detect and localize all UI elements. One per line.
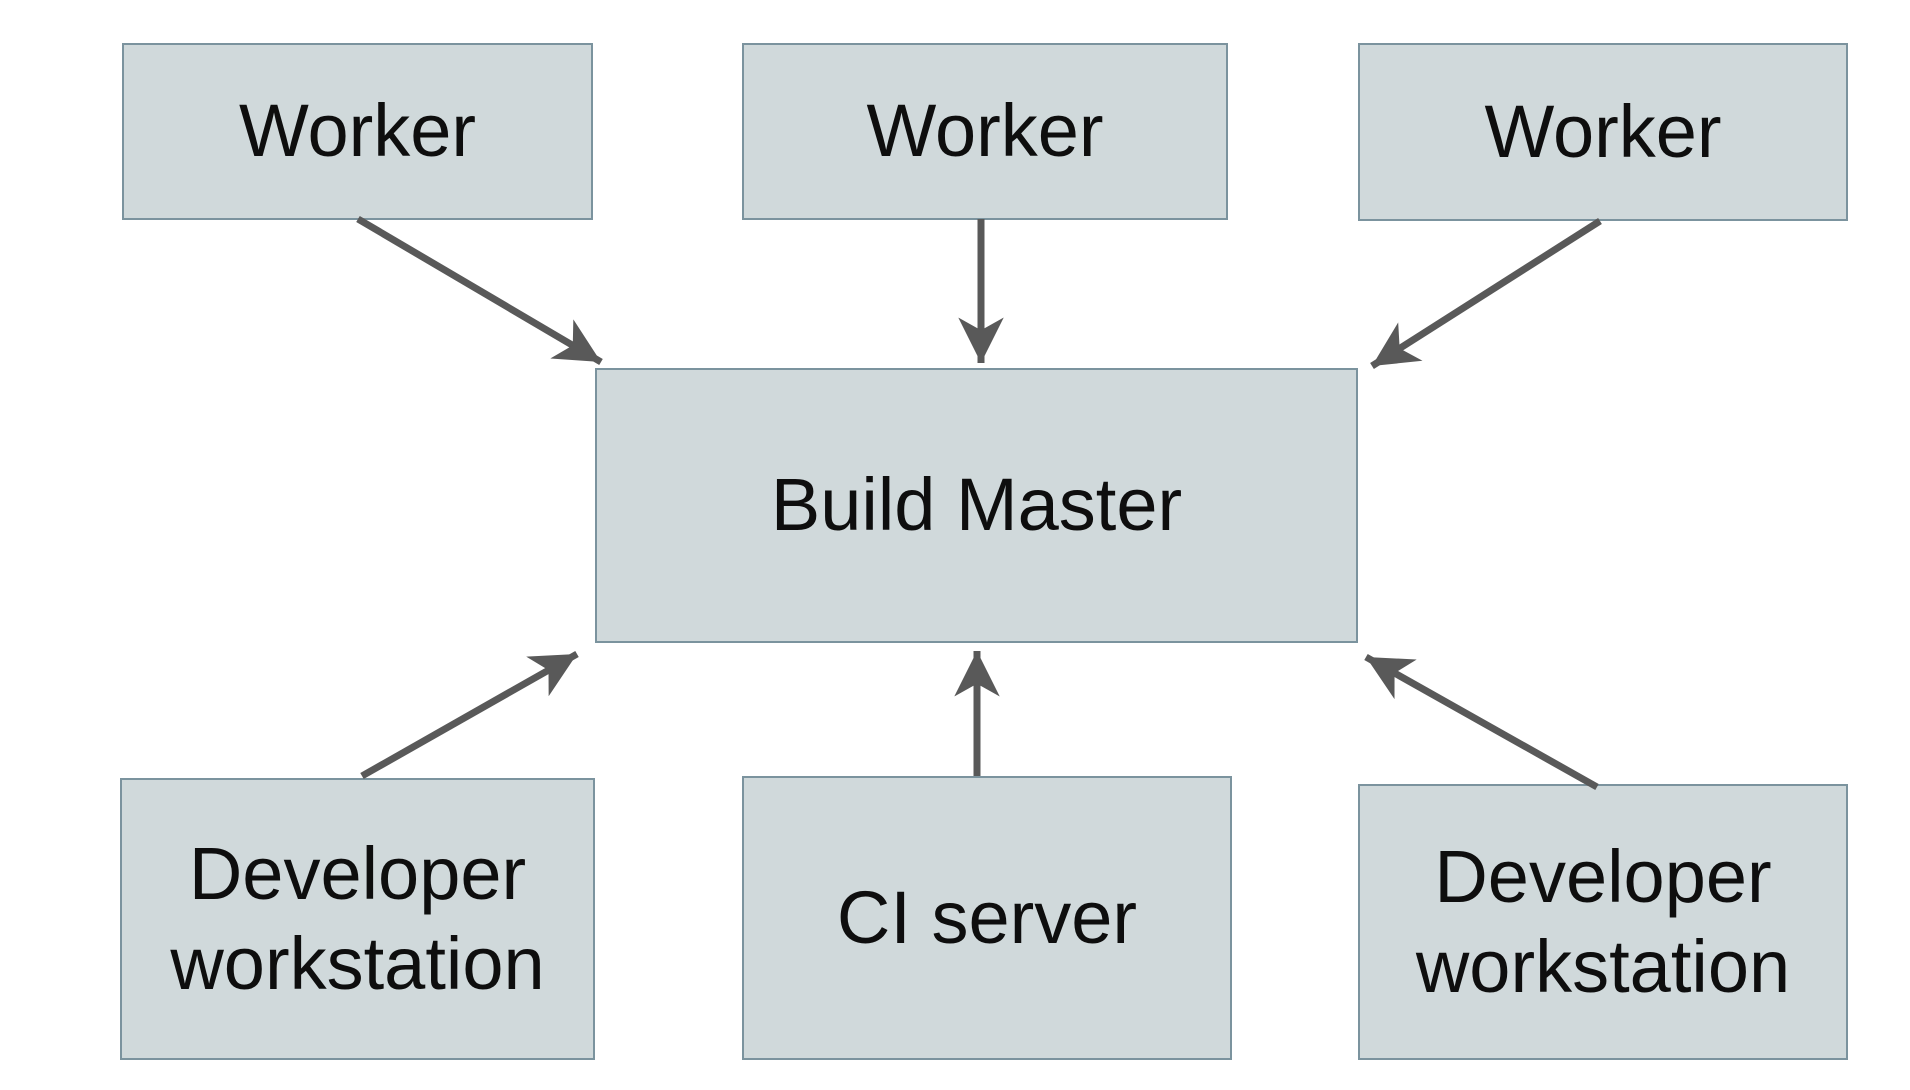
node-worker-2-label: Worker [866,89,1104,173]
node-build-master: Build Master [595,368,1358,643]
arrow-worker-1-to-build-master [356,215,603,366]
arrow-dev-workstation-left-to-build-master [360,650,579,780]
node-ci-server-label: CI server [836,875,1138,959]
node-worker-3: Worker [1358,43,1848,221]
arrow-dev-workstation-right-to-build-master [1364,653,1599,791]
node-worker-3-label: Worker [1484,89,1722,173]
node-developer-workstation-right-label: Developer workstation [1415,834,1791,1008]
node-worker-1: Worker [122,43,593,220]
node-worker-2: Worker [742,43,1228,220]
node-developer-workstation-left-label: Developer workstation [170,831,545,1005]
node-worker-1-label: Worker [238,89,477,173]
node-developer-workstation-right: Developer workstation [1358,784,1848,1060]
node-ci-server: CI server [742,776,1232,1060]
node-developer-workstation-left: Developer workstation [120,778,595,1060]
node-build-master-label: Build Master [770,463,1183,547]
arrow-worker-3-to-build-master [1370,218,1602,369]
